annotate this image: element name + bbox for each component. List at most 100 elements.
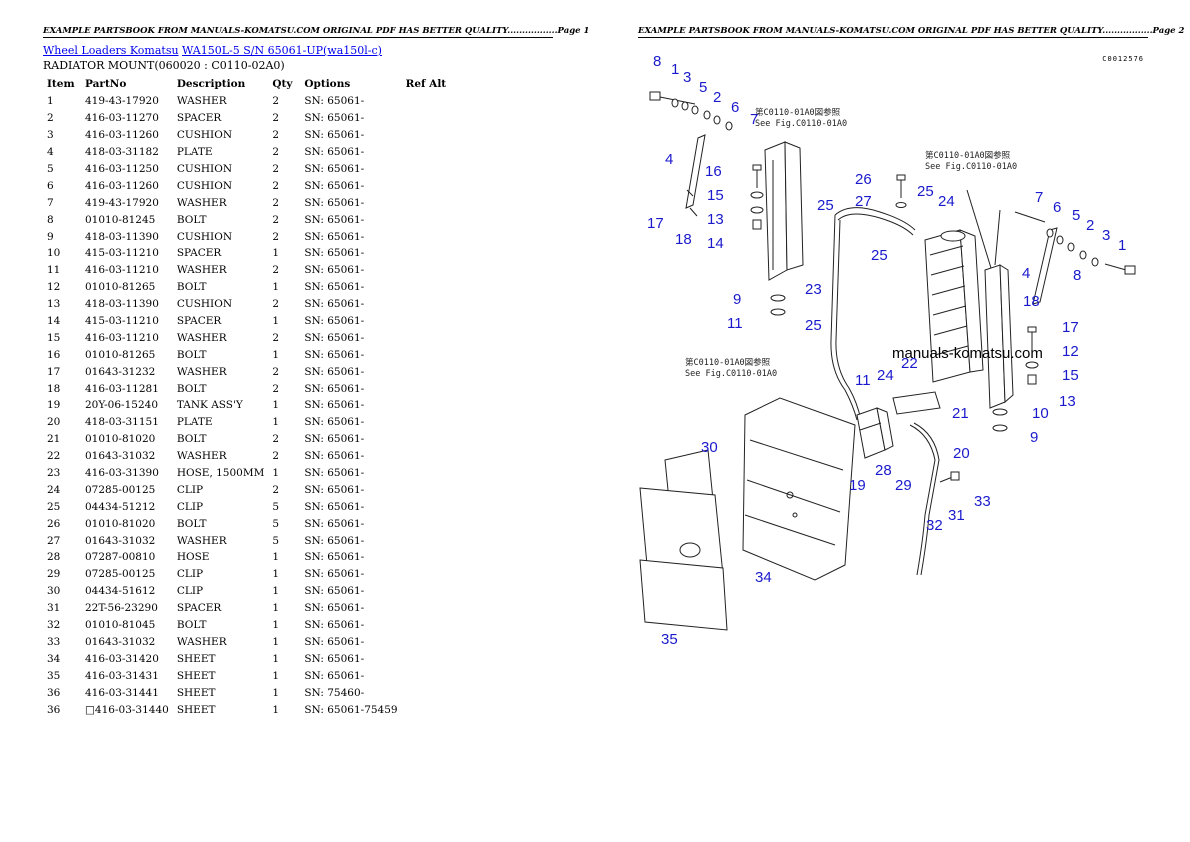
table-cell <box>402 465 451 482</box>
table-cell: SN: 65061- <box>304 281 365 294</box>
table-cell: SN: 65061- <box>304 213 365 226</box>
table-cell: 419-43-17920 <box>85 95 159 108</box>
callout-number: 21 <box>952 405 969 422</box>
callout-number: 25 <box>817 197 834 214</box>
table-cell <box>402 177 451 194</box>
table-cell: 4 <box>47 146 54 159</box>
table-cell: 1 <box>272 669 280 682</box>
table-cell: □416-03-31440 <box>85 703 169 716</box>
table-cell: 13 <box>47 298 61 311</box>
table-cell: SN: 65061- <box>304 551 365 564</box>
callout-number: 23 <box>805 281 822 298</box>
table-cell: BOLT <box>176 619 207 632</box>
table-cell: SPACER <box>176 112 222 125</box>
table-cell: 26 <box>47 517 61 530</box>
table-cell: WASHER <box>176 450 227 463</box>
table-cell: SN: 65061- <box>304 179 365 192</box>
table-cell: SN: 65061- <box>304 112 365 125</box>
table-cell: 1 <box>272 703 280 716</box>
table-cell: 2 <box>272 196 280 209</box>
table-cell: HOSE <box>176 551 210 564</box>
table-cell: WASHER <box>176 264 227 277</box>
table-cell: 2 <box>272 146 280 159</box>
table-cell: SN: 65061- <box>304 264 365 277</box>
table-cell: SN: 65061- <box>304 230 365 243</box>
table-cell: 1 <box>272 551 280 564</box>
table-cell <box>402 228 451 245</box>
table-cell: 1 <box>272 585 280 598</box>
see-fig-note-en: See Fig.C0110-01A0 <box>925 162 1017 172</box>
see-fig-note-en: See Fig.C0110-01A0 <box>755 119 847 129</box>
table-cell: 416-03-11260 <box>85 179 159 192</box>
callout-number: 25 <box>805 317 822 334</box>
table-cell: CUSHION <box>176 298 233 311</box>
table-cell <box>402 93 451 110</box>
callout-number: 2 <box>713 89 721 106</box>
callout-number: 12 <box>1062 343 1079 360</box>
table-cell: 2 <box>272 129 280 142</box>
table-cell: 1 <box>272 467 280 480</box>
column-header: PartNo <box>85 78 127 90</box>
table-cell: SN: 65061- <box>304 602 365 615</box>
callout-number: 10 <box>1032 405 1049 422</box>
table-cell: BOLT <box>176 382 207 395</box>
table-cell: 2 <box>272 298 280 311</box>
callout-number: 13 <box>1059 393 1076 410</box>
table-cell: 3 <box>47 129 54 142</box>
table-cell: SN: 65061- <box>304 669 365 682</box>
table-cell: 1 <box>272 399 280 412</box>
table-cell <box>402 329 451 346</box>
table-cell: WASHER <box>176 635 227 648</box>
table-cell: 28 <box>47 551 61 564</box>
column-header: Ref Alt <box>405 78 447 90</box>
callout-number: 30 <box>701 439 718 456</box>
table-cell <box>402 481 451 498</box>
table-cell: 5 <box>272 500 280 513</box>
callout-number: 18 <box>1023 293 1040 310</box>
table-cell: SN: 65061-75459 <box>304 703 398 716</box>
table-cell: 32 <box>47 619 61 632</box>
breadcrumb-link-category[interactable]: Wheel Loaders Komatsu <box>43 44 179 57</box>
table-cell <box>402 279 451 296</box>
table-cell: 416-03-11210 <box>85 264 159 277</box>
callout-number: 25 <box>917 183 934 200</box>
table-cell: HOSE, 1500MM <box>176 467 265 480</box>
table-cell: SHEET <box>176 652 216 665</box>
table-cell: 418-03-11390 <box>85 230 159 243</box>
table-cell: 2 <box>272 230 280 243</box>
table-cell: 33 <box>47 635 61 648</box>
table-cell: 416-03-31431 <box>85 669 159 682</box>
table-cell: 36 <box>47 686 61 699</box>
table-cell: 30 <box>47 585 61 598</box>
table-cell: 6 <box>47 179 54 192</box>
table-cell: SN: 65061- <box>304 146 365 159</box>
table-cell: SN: 65061- <box>304 315 365 328</box>
table-cell: 7 <box>47 196 54 209</box>
watermark: manuals-komatsu.com <box>892 345 1043 362</box>
table-cell: SPACER <box>176 247 222 260</box>
callout-number: 35 <box>661 631 678 648</box>
table-cell: 29 <box>47 568 61 581</box>
table-cell: SN: 65061- <box>304 652 365 665</box>
callout-number: 36 <box>595 40 612 44</box>
table-cell: 12 <box>47 281 61 294</box>
table-cell: 25 <box>47 500 61 513</box>
table-cell: 1 <box>47 95 54 108</box>
callout-number: 7 <box>750 111 758 128</box>
table-cell: 1 <box>272 416 280 429</box>
breadcrumb-link-model[interactable]: WA150L-5 S/N 65061-UP(wa150l-c) <box>182 44 382 57</box>
table-cell: 11 <box>47 264 61 277</box>
callout-number: 18 <box>675 231 692 248</box>
